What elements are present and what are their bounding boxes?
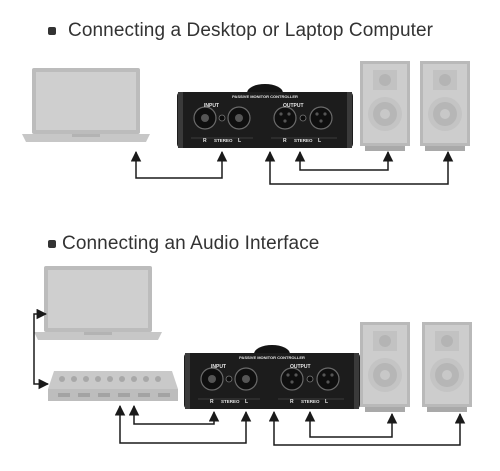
cable-arrow-icon bbox=[294, 150, 394, 171]
label-r: R bbox=[210, 399, 214, 405]
cables-2 bbox=[33, 308, 466, 446]
label-r: R bbox=[203, 138, 207, 144]
input-label: INPUT bbox=[204, 103, 219, 109]
speaker-icon bbox=[422, 322, 472, 412]
section-title-interface: Connecting an Audio Interface bbox=[48, 233, 319, 255]
laptop-icon bbox=[34, 266, 162, 340]
cable-arrow-icon bbox=[128, 404, 220, 425]
cable-arrow-icon bbox=[268, 410, 466, 446]
cable-arrow-icon bbox=[304, 410, 398, 438]
label-l: L bbox=[318, 138, 321, 144]
controller-header-label: PASSIVE MONITOR CONTROLLER bbox=[239, 355, 305, 360]
label-stereo: STEREO bbox=[214, 138, 233, 143]
label-r: R bbox=[283, 138, 287, 144]
bullet-icon bbox=[48, 240, 56, 248]
cable-arrow-icon bbox=[130, 150, 228, 179]
speaker-icon bbox=[360, 322, 410, 412]
controller-labels-1: PASSIVE MONITOR CONTROLLER INPUT OUTPUT … bbox=[203, 94, 321, 144]
speaker-icon bbox=[360, 61, 410, 151]
output-label: OUTPUT bbox=[290, 364, 311, 370]
bullet-icon bbox=[48, 27, 56, 35]
label-stereo: STEREO bbox=[301, 399, 320, 404]
section-title-text: Connecting an Audio Interface bbox=[62, 233, 320, 254]
label-l: L bbox=[245, 399, 248, 405]
output-label: OUTPUT bbox=[283, 103, 304, 109]
cables-1 bbox=[130, 150, 454, 185]
laptop-icon bbox=[22, 68, 150, 142]
label-l: L bbox=[238, 138, 241, 144]
label-r: R bbox=[290, 399, 294, 405]
cable-arrow-icon bbox=[33, 308, 50, 390]
controller-header-label: PASSIVE MONITOR CONTROLLER bbox=[232, 94, 298, 99]
section-title-text: Connecting a Desktop or Laptop Computer bbox=[68, 20, 434, 41]
cable-arrow-icon bbox=[114, 404, 252, 444]
section-title-desktop: Connecting a Desktop or Laptop Computer bbox=[48, 20, 433, 42]
input-label: INPUT bbox=[211, 364, 226, 370]
label-stereo: STEREO bbox=[221, 399, 240, 404]
controller-labels-2: PASSIVE MONITOR CONTROLLER INPUT OUTPUT … bbox=[210, 355, 328, 405]
label-stereo: STEREO bbox=[294, 138, 313, 143]
speaker-icon bbox=[420, 61, 470, 151]
label-l: L bbox=[325, 399, 328, 405]
cable-arrow-icon bbox=[264, 150, 454, 185]
audio-interface-icon bbox=[48, 371, 178, 401]
